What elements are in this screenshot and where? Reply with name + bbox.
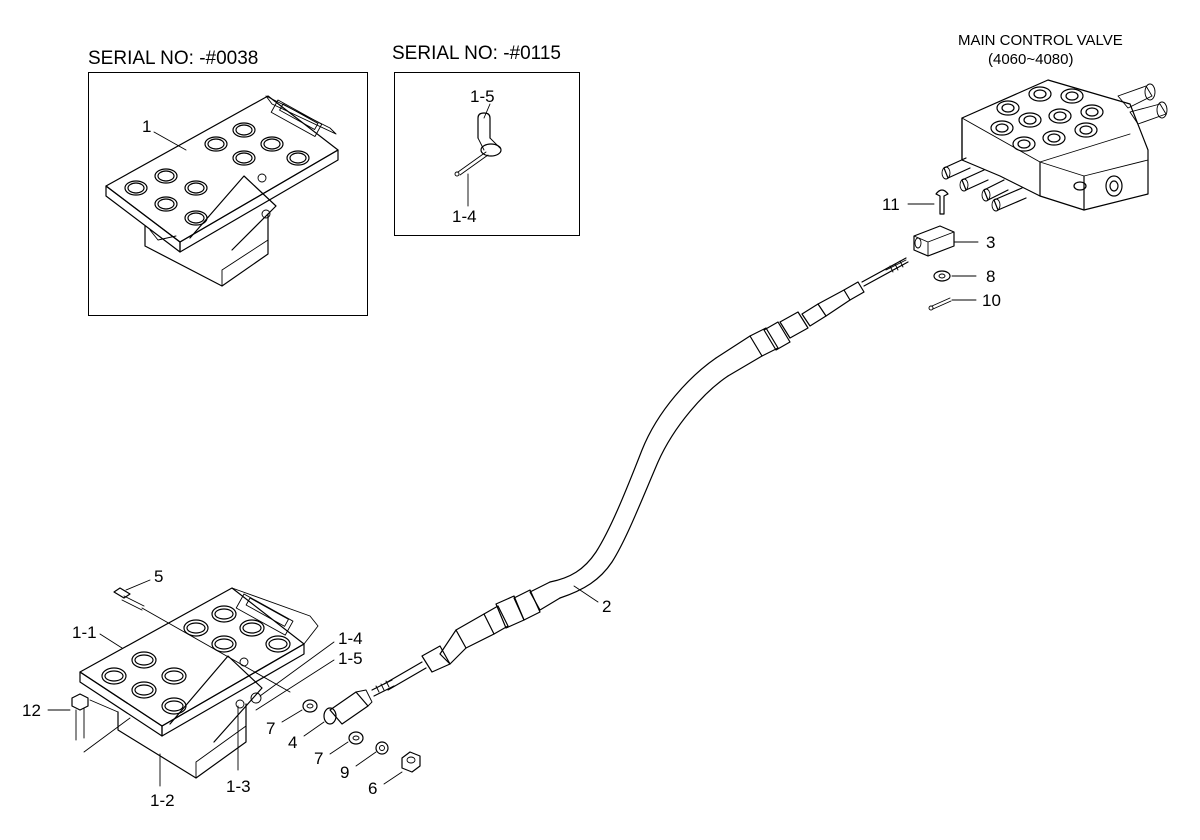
control-cable-drawing	[371, 257, 909, 697]
callout-cable-2: 2	[602, 597, 612, 616]
callout-nut-6: 6	[368, 779, 378, 798]
callout-cover-1-1: 1-1	[72, 623, 97, 642]
callout-inset-pin: 1-5	[470, 87, 495, 106]
main-control-valve-drawing	[941, 79, 1168, 212]
inset-serial-0115	[394, 72, 580, 236]
callout-pin-1-5: 1-5	[338, 649, 363, 668]
callout-washer-9: 9	[340, 763, 350, 782]
callout-inset-pedal: 1	[142, 117, 152, 136]
callout-bracket-1-2: 1-2	[150, 791, 175, 810]
callout-cotter-1-4: 1-4	[338, 629, 363, 648]
inset-pedal-drawing	[105, 95, 339, 287]
valve-models: (4060~4080)	[988, 51, 1074, 68]
callout-rod-end-4: 4	[288, 733, 298, 752]
inset-header-0115: SERIAL NO: -#0115	[392, 43, 561, 64]
callout-bolt-12: 12	[22, 701, 41, 720]
pedal-assembly-drawing	[47, 579, 421, 787]
callout-bolt-5: 5	[154, 567, 164, 586]
valve-title: MAIN CONTROL VALVE	[958, 32, 1123, 49]
clevis-hardware-drawing	[907, 189, 979, 311]
callout-washer-7a: 7	[266, 719, 276, 738]
callout-inset-cotter: 1-4	[452, 207, 477, 226]
callout-washer-7b: 7	[314, 749, 324, 768]
callout-cotter-10: 10	[982, 291, 1001, 310]
callout-pin-11: 11	[882, 195, 900, 214]
inset-pin-drawing	[454, 103, 502, 207]
inset-header-0038: SERIAL NO: -#0038	[88, 48, 259, 69]
callout-pin-1-3: 1-3	[226, 777, 251, 796]
callout-washer-8: 8	[986, 267, 996, 286]
callout-clevis-3: 3	[986, 233, 996, 252]
inset-serial-0038	[88, 72, 368, 316]
